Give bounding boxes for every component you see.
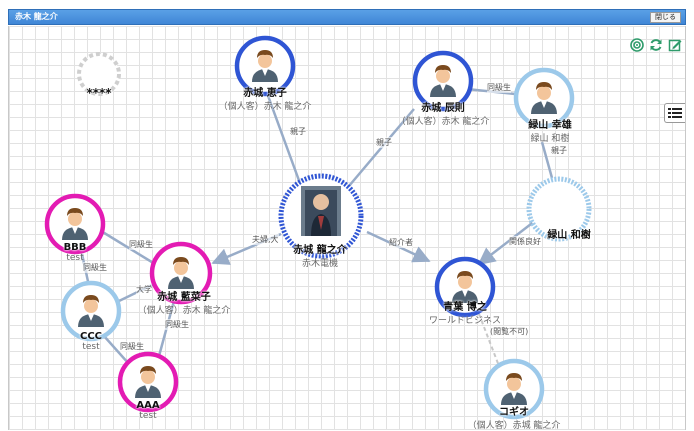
node-sub: （個人客）赤城 龍之介: [467, 421, 561, 431]
node-name: AAA: [136, 400, 160, 411]
node-name: 赤城 藍菜子: [157, 292, 211, 303]
edge-label: 親子: [290, 126, 306, 137]
node-label-tatsunori[interactable]: 赤城 辰則 （個人客）赤木 龍之介: [397, 99, 490, 127]
edge-label: 同級生: [487, 82, 511, 93]
node-sub: test: [66, 253, 84, 263]
node-sub: 赤木電機: [301, 259, 339, 269]
node-sub: test: [82, 342, 100, 352]
edge-label: 同級生: [165, 319, 189, 330]
node-sub: （個人客）赤木 龍之介: [137, 306, 231, 316]
edge-label: 同級生: [83, 262, 107, 273]
edge-akagi-keiko: [265, 92, 303, 187]
network-graph: [44, 35, 592, 420]
placeholder-label: ****: [86, 86, 112, 100]
edge-yukio-kazuki: [540, 141, 554, 179]
node-akagi: [278, 173, 364, 259]
list-icon: [668, 108, 682, 118]
node-label-rinako[interactable]: 赤城 藍菜子 （個人客）赤木 龍之介: [138, 288, 231, 316]
edge-label: 親子: [376, 137, 392, 148]
edge-label: 同級生: [129, 239, 153, 250]
node-label-aaa[interactable]: AAA test: [136, 400, 159, 421]
node-hiroyuki: [434, 256, 496, 318]
node-name: 赤城 恵子: [243, 88, 287, 99]
node-name: 赤城 辰則: [421, 103, 465, 114]
node-sub: （個人客）赤木 龍之介: [396, 117, 490, 127]
node-label-hiroyuki[interactable]: 青葉 博之 ワールドビジネス: [429, 298, 501, 326]
node-name: BBB: [63, 242, 87, 253]
node-name: 緑山 和樹: [547, 230, 591, 241]
edge-label: 関係良好: [509, 236, 541, 247]
node-sub: （個人客）赤木 龍之介: [218, 102, 312, 112]
window-title: 赤木 龍之介: [15, 12, 58, 21]
close-button[interactable]: 閉じる: [650, 12, 681, 23]
node-sub: 緑山 和樹: [530, 134, 570, 144]
refresh-icon[interactable]: [649, 38, 663, 52]
node-yukio: [513, 67, 575, 129]
edge-label: 夫婦,大: [252, 234, 279, 245]
network-canvas[interactable]: **** 赤城 恵子 （個人客）赤木 龍之介 赤城 辰則 （個人客）赤木 龍之介…: [8, 26, 686, 431]
node-sub: ワールドビジネス: [428, 316, 502, 326]
node-kazuki: [526, 176, 592, 242]
placeholder-node: [77, 52, 121, 96]
node-name: 青葉 博之: [443, 302, 487, 313]
node-keiko: [234, 35, 296, 97]
node-label-kogio[interactable]: コギオ （個人客）赤城 龍之介: [468, 403, 561, 431]
window-titlebar: 赤木 龍之介 閉じる: [8, 9, 686, 25]
edge-label: (閲覧不可): [490, 326, 529, 337]
node-label-ccc[interactable]: CCC test: [80, 331, 102, 352]
node-bbb: [44, 193, 106, 255]
node-aaa: [117, 351, 179, 413]
node-label-yukio[interactable]: 緑山 幸雄 緑山 和樹: [528, 116, 571, 144]
edge-ccc-aaa: [103, 335, 130, 365]
node-sub: test: [139, 411, 157, 421]
node-rinako: [149, 241, 213, 305]
edge-label: 親子: [551, 145, 567, 156]
node-name: 赤城 龍之介: [293, 245, 347, 256]
edge-label: 同級生: [120, 341, 144, 352]
node-label-kazuki[interactable]: 緑山 和樹: [547, 226, 590, 241]
node-label-bbb[interactable]: BBB test: [64, 242, 87, 263]
node-label-keiko[interactable]: 赤城 恵子 （個人客）赤木 龍之介: [219, 84, 312, 112]
target-icon[interactable]: [630, 38, 644, 52]
node-tatsunori: [412, 50, 474, 112]
edge-bbb-rinako: [100, 229, 156, 266]
edge-hiroyuki-kogio: [478, 313, 500, 367]
node-ccc: [60, 280, 122, 342]
node-name: CCC: [79, 331, 103, 342]
node-name: 緑山 幸雄: [528, 120, 572, 131]
edge-label: 大学: [136, 284, 152, 295]
node-kogio: [483, 358, 545, 420]
edge-label: 紹介者: [389, 237, 413, 248]
node-name: コギオ: [499, 407, 529, 418]
node-label-akagi[interactable]: 赤城 龍之介 赤木電機: [293, 241, 346, 269]
list-button[interactable]: [664, 103, 685, 123]
edit-icon[interactable]: [668, 38, 682, 52]
edge-kazuki-hiroyuki: [477, 207, 549, 266]
